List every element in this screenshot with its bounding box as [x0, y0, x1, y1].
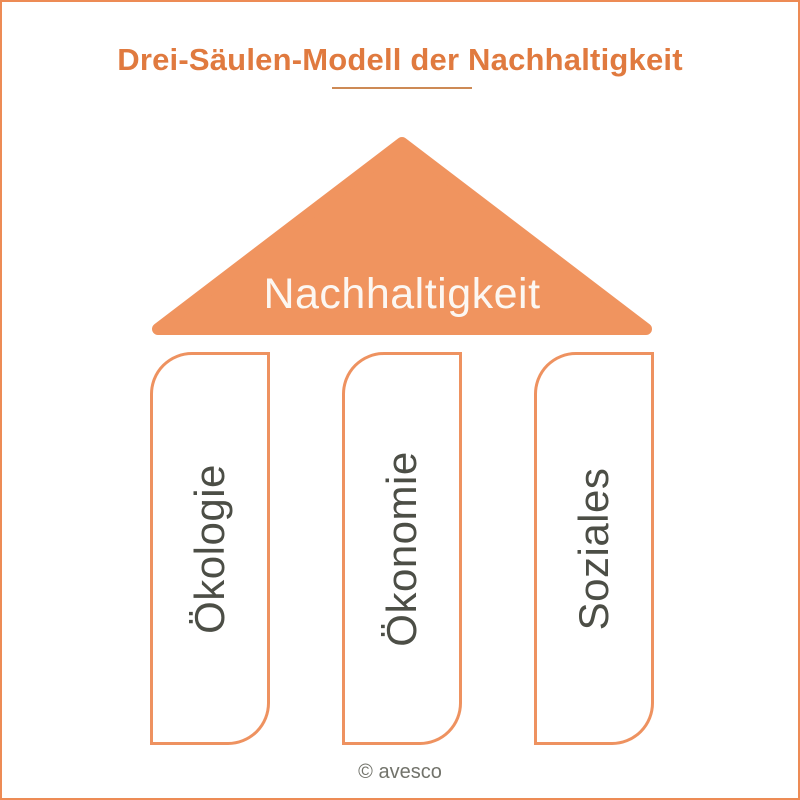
footer-credit: © avesco [358, 761, 442, 783]
pillar-soziales: Soziales [534, 352, 654, 745]
title-underline-rule [332, 87, 472, 89]
pillar-oekonomie-label: Ökonomie [378, 450, 425, 647]
page-title: Drei-Säulen-Modell der Nachhaltigkeit [117, 42, 683, 77]
pillar-oekologie-label: Ökologie [186, 463, 233, 634]
pillar-oekologie: Ökologie [150, 352, 270, 745]
pillar-soziales-label: Soziales [570, 467, 617, 630]
roof-label: Nachhaltigkeit [263, 270, 541, 318]
roof-triangle-shape [152, 137, 652, 335]
pillar-oekonomie: Ökonomie [342, 352, 462, 745]
